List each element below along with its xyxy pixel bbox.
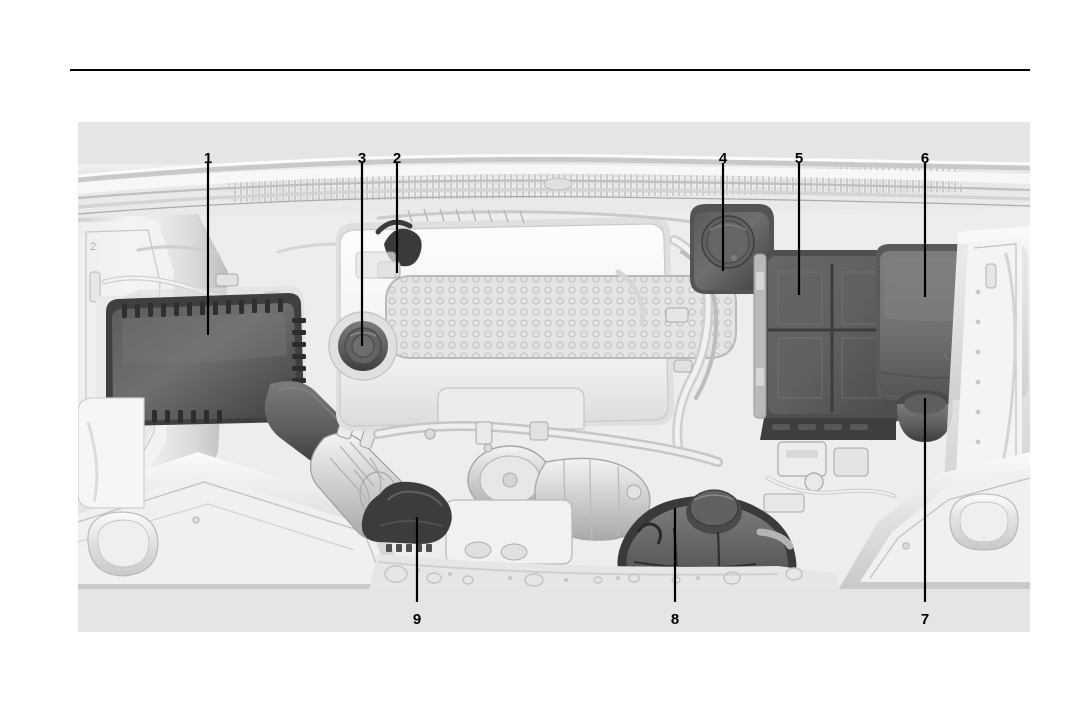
callout-number-1: 1 — [203, 150, 213, 167]
callout-number-8: 8 — [670, 611, 680, 628]
svg-text:2: 2 — [90, 241, 96, 253]
callout-number-4: 4 — [718, 150, 728, 167]
callout-number-7: 7 — [920, 611, 930, 628]
callout-number-2: 2 — [392, 150, 402, 167]
engine-compartment-artwork: 2 — [78, 122, 1030, 632]
page-header-rule — [70, 69, 1030, 71]
callout-number-6: 6 — [920, 150, 930, 167]
callout-number-5: 5 — [794, 150, 804, 167]
callout-number-9: 9 — [412, 611, 422, 628]
engine-compartment-figure: 2 — [78, 122, 1030, 632]
callout-number-3: 3 — [357, 150, 367, 167]
callout-leader-lines — [206, 163, 927, 602]
